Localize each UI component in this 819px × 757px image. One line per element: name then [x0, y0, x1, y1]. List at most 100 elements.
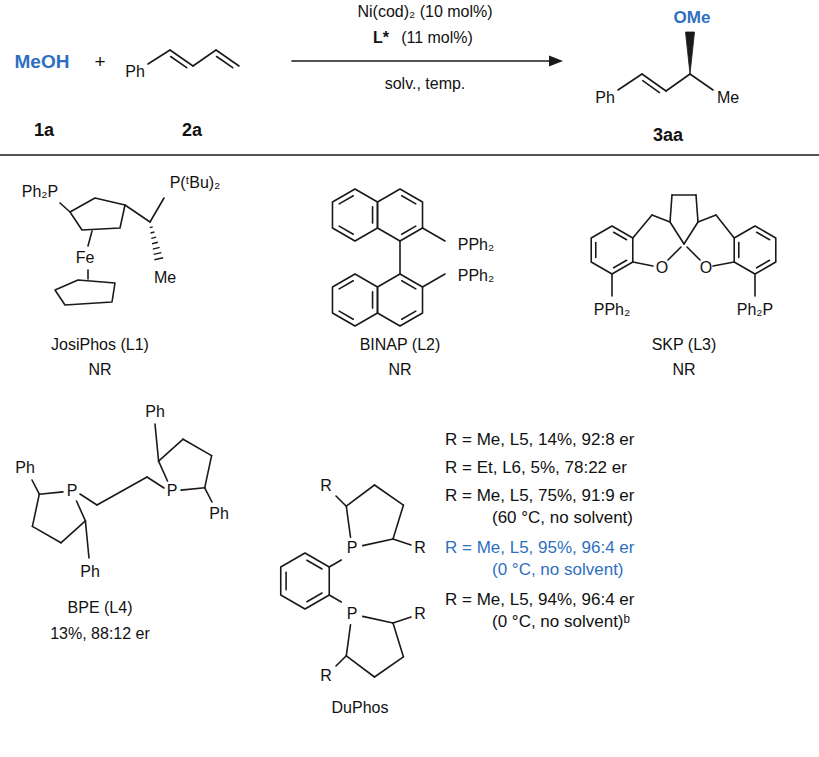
- bond-line: [393, 539, 411, 545]
- hashed-bond: [150, 227, 163, 260]
- condition-text: (11 mol%): [401, 29, 473, 47]
- atom-label: P(ᵗBu)₂: [170, 174, 221, 192]
- bond-line: [375, 657, 404, 677]
- bond-line: [402, 196, 416, 204]
- bond-line: [125, 205, 150, 222]
- bond-line: [159, 439, 184, 461]
- bond-line: [80, 494, 97, 505]
- hash-line: [150, 226, 153, 228]
- bond-line: [363, 616, 393, 623]
- bond-line: [668, 247, 681, 260]
- bond-line: [393, 623, 403, 657]
- compound-number: 1a: [34, 120, 54, 141]
- hash-line: [151, 237, 156, 238]
- ligand-result: NR: [672, 361, 695, 379]
- bond-line: [713, 262, 734, 266]
- bond-line: [32, 480, 39, 494]
- condition-text: L*: [373, 29, 389, 47]
- atom-label: P: [167, 482, 178, 500]
- bond-line: [77, 501, 86, 521]
- ring-outline: [332, 274, 377, 326]
- bond-line: [217, 57, 233, 68]
- bond-line: [611, 274, 613, 296]
- atom-label: R: [320, 477, 332, 495]
- bond-line: [652, 215, 670, 222]
- atom-label: O: [656, 259, 668, 277]
- bond-line: [372, 207, 374, 223]
- bond-line: [339, 196, 353, 204]
- atom-label: P: [347, 605, 358, 623]
- result-text: (0 °C, no solvent)ᵇ: [492, 612, 630, 632]
- bond-line: [159, 461, 168, 481]
- bond-line: [643, 81, 660, 93]
- condition-text: solv., temp.: [385, 75, 466, 93]
- bond-line: [205, 456, 212, 488]
- bond-line: [85, 521, 89, 558]
- bond-line: [336, 496, 346, 506]
- bond-line: [155, 424, 159, 461]
- bond-line: [329, 560, 341, 567]
- hash-line: [153, 247, 160, 249]
- condition-text: Ni(cod)₂ (10 mol%): [357, 3, 492, 21]
- atom-label: OMe: [674, 8, 711, 28]
- bond-line: [757, 232, 770, 239]
- bond-line: [339, 281, 353, 289]
- result-text: (0 °C, no solvent): [492, 560, 624, 580]
- bond-line: [666, 74, 690, 91]
- result-text: (60 °C, no solvent): [492, 508, 633, 528]
- bond-line: [687, 247, 700, 260]
- bond-line: [614, 232, 627, 239]
- atom-label: Ph: [145, 403, 165, 421]
- bond-line: [670, 195, 672, 222]
- reaction-arrowhead: [549, 56, 563, 67]
- bond-line: [423, 228, 446, 241]
- atom-label: Ph: [125, 63, 145, 81]
- atom-label: PPh₂: [458, 267, 494, 285]
- result-text: R = Me, L5, 94%, 96:4 er: [445, 590, 634, 610]
- atom-label: R: [320, 667, 332, 685]
- plus-sign: +: [94, 51, 105, 73]
- ligand-name: BPE (L4): [68, 599, 133, 617]
- bond-line: [402, 311, 416, 319]
- ligand-result: NR: [388, 361, 411, 379]
- bond-line: [87, 270, 89, 279]
- atom-label: O: [700, 259, 712, 277]
- bond-line: [670, 222, 684, 244]
- atom-label: Me: [154, 269, 176, 287]
- bond-line: [346, 625, 350, 656]
- bond-line: [716, 215, 734, 238]
- bond-line: [402, 226, 416, 234]
- bond-line: [402, 281, 416, 289]
- bond-line: [181, 488, 205, 490]
- atom-label: Fe: [76, 249, 95, 267]
- ring-outline: [281, 553, 329, 609]
- atom-label: Ph: [80, 563, 100, 581]
- bond-line: [32, 526, 61, 542]
- atom-label: PPh₂: [594, 301, 630, 319]
- bond-line: [618, 74, 642, 90]
- bond-line: [193, 50, 216, 66]
- bond-line: [171, 57, 187, 68]
- atom-label: Ph₂P: [737, 301, 773, 319]
- bond-line: [329, 595, 341, 602]
- bond-line: [684, 222, 698, 244]
- hash-line: [154, 258, 163, 260]
- bond-line: [738, 243, 740, 258]
- atom-label: Me: [717, 89, 739, 107]
- bond-line: [346, 656, 374, 677]
- ligand-result: 13%, 88:12 er: [50, 625, 150, 643]
- ring-outlines: [55, 189, 776, 609]
- bond-line: [754, 274, 756, 296]
- bond-line: [339, 311, 353, 319]
- bond-line: [307, 560, 322, 569]
- bond-line: [292, 60, 552, 62]
- atom-label: Ph: [15, 459, 35, 477]
- bond-line: [0, 154, 819, 156]
- ring-outline: [377, 189, 422, 241]
- ligand-result: NR: [88, 361, 111, 379]
- ligand-name: JosiPhos (L1): [51, 336, 149, 354]
- bond-line: [393, 617, 411, 623]
- bond-line: [423, 274, 446, 287]
- ring-outline: [591, 226, 633, 274]
